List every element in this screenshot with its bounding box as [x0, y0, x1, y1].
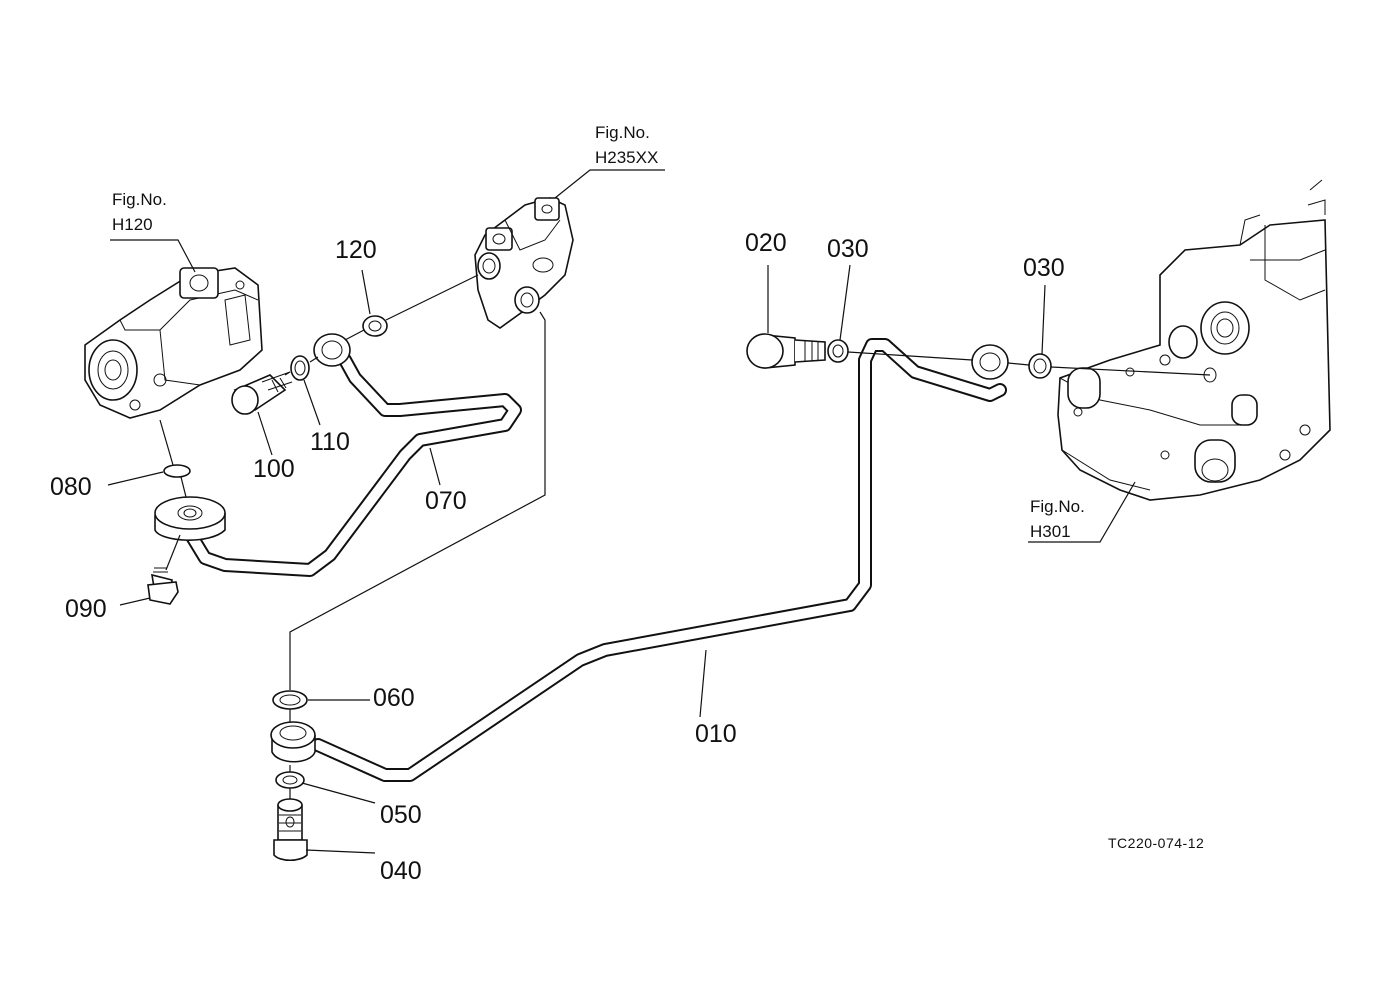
fig-ref-h235xx: Fig.No. H235XX	[595, 123, 658, 167]
pipe-070-eye-fitting	[313, 333, 351, 367]
part-label-070: 070	[425, 487, 467, 515]
washer-030-right	[1028, 353, 1052, 379]
assembly-lines	[159, 274, 1211, 799]
screw-090	[147, 567, 179, 605]
part-label-030-left: 030	[827, 235, 869, 263]
part-label-050: 050	[380, 801, 422, 829]
transmission-housing	[1057, 179, 1331, 501]
bolt-100	[231, 371, 293, 415]
fig-ref-h120-line1: Fig.No.	[112, 190, 167, 209]
part-label-100: 100	[253, 455, 295, 483]
part-label-020: 020	[745, 229, 787, 257]
part-label-060: 060	[373, 684, 415, 712]
fig-ref-h235xx-line1: Fig.No.	[595, 123, 650, 142]
flange-adapter	[154, 496, 226, 541]
fig-ref-h235xx-line2: H235XX	[595, 148, 658, 167]
part-labels: 010 020 030 030 040 050 060 070 080 090 …	[50, 229, 1065, 885]
pipe-010	[311, 338, 1007, 782]
part-leaders	[107, 169, 1136, 854]
bolt-040	[273, 798, 308, 862]
hydraulic-pump	[84, 267, 263, 419]
o-ring-080	[163, 464, 191, 478]
part-label-040: 040	[380, 857, 422, 885]
washer-060	[272, 690, 308, 710]
fig-ref-h301-line1: Fig.No.	[1030, 497, 1085, 516]
part-label-080: 080	[50, 473, 92, 501]
part-label-090: 090	[65, 595, 107, 623]
pipe-010-eye-fitting-upper	[971, 344, 1009, 380]
drawing-code: TC220-074-12	[1108, 835, 1204, 851]
washer-110	[290, 355, 310, 381]
part-label-030-right: 030	[1023, 254, 1065, 282]
fig-ref-h301: Fig.No. H301	[1030, 497, 1085, 541]
fig-ref-h120-line2: H120	[112, 215, 153, 234]
valve-block	[474, 197, 574, 329]
part-label-010: 010	[695, 720, 737, 748]
fig-ref-h301-line2: H301	[1030, 522, 1071, 541]
bolt-020	[746, 333, 826, 369]
washer-120	[362, 315, 388, 337]
part-label-110: 110	[310, 428, 350, 456]
washer-030-left	[827, 339, 849, 363]
pipe-010-eye-fitting-lower	[270, 721, 316, 763]
washer-050	[275, 771, 305, 789]
fig-ref-h120: Fig.No. H120	[112, 190, 167, 234]
part-label-120: 120	[335, 236, 377, 264]
pipe-070	[181, 353, 522, 577]
